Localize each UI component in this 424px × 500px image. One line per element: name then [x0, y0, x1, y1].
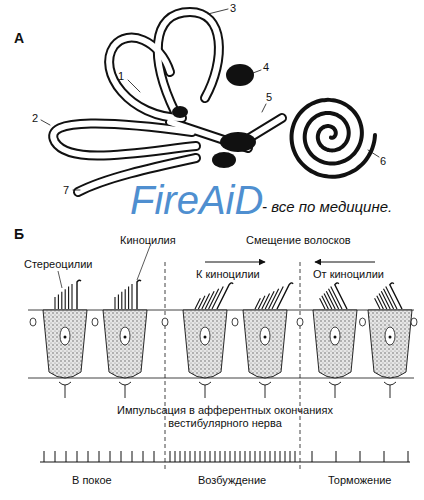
hair-cell	[313, 283, 366, 398]
hair-cell	[103, 280, 168, 398]
callout-number: 4	[263, 61, 269, 74]
panel-letter: Б	[14, 226, 24, 243]
axis-caption: Импульсация в афферентных окончаниях вес…	[85, 404, 365, 430]
hair-cell	[43, 280, 98, 398]
panel-letter: А	[14, 30, 24, 47]
spike	[77, 451, 78, 462]
spike	[44, 451, 45, 462]
callout-number: 1	[118, 70, 124, 83]
spike	[185, 451, 186, 462]
spike	[220, 451, 221, 462]
spike	[290, 451, 291, 462]
spike	[121, 451, 122, 462]
part-label: Киноцилия	[120, 234, 176, 247]
callout-number: 2	[32, 112, 38, 125]
spike	[170, 451, 171, 462]
direction-label: К киноцилии	[196, 268, 260, 281]
spike	[336, 451, 337, 462]
spike	[99, 451, 100, 462]
callout-number: 7	[63, 184, 69, 197]
spike	[240, 451, 241, 462]
spike	[195, 451, 196, 462]
spike	[295, 451, 296, 462]
spike	[88, 451, 89, 462]
spike	[175, 451, 176, 462]
spike	[110, 451, 111, 462]
spike	[55, 451, 56, 462]
spike	[285, 451, 286, 462]
spike	[190, 451, 191, 462]
spike	[180, 451, 181, 462]
spike	[408, 451, 409, 462]
spike	[275, 451, 276, 462]
cochlea	[292, 100, 375, 177]
spike	[360, 451, 361, 462]
watermark: - все по медицине.	[262, 198, 392, 216]
callout-number: 3	[230, 2, 236, 15]
spike	[280, 451, 281, 462]
hair-cell	[243, 283, 303, 398]
direction-label: От киноцилии	[313, 268, 384, 281]
spike	[260, 451, 261, 462]
spike	[210, 451, 211, 462]
state-label: В покое	[72, 474, 112, 487]
state-label: Возбуждение	[198, 474, 266, 487]
spike	[132, 451, 133, 462]
watermark: FireAiD	[130, 176, 263, 224]
spike	[215, 451, 216, 462]
spike	[154, 451, 155, 462]
hair-cell-panel	[28, 246, 417, 470]
spike	[270, 451, 271, 462]
spike	[200, 451, 201, 462]
spike	[250, 451, 251, 462]
spike	[205, 451, 206, 462]
callout-number: 6	[380, 155, 386, 168]
part-label: Смещение волосков	[246, 234, 351, 247]
labyrinth	[41, 9, 379, 192]
spike	[143, 451, 144, 462]
spike	[265, 451, 266, 462]
part-label: Стереоцилии	[24, 258, 92, 271]
spike	[66, 451, 67, 462]
hair-cell	[183, 283, 238, 398]
callout-number: 5	[266, 91, 272, 104]
hair-cell	[368, 283, 412, 398]
spike	[235, 451, 236, 462]
state-label: Торможение	[328, 474, 391, 487]
spike	[312, 451, 313, 462]
spike	[225, 451, 226, 462]
spike	[245, 451, 246, 462]
spike	[255, 451, 256, 462]
spike	[230, 451, 231, 462]
spike	[384, 451, 385, 462]
